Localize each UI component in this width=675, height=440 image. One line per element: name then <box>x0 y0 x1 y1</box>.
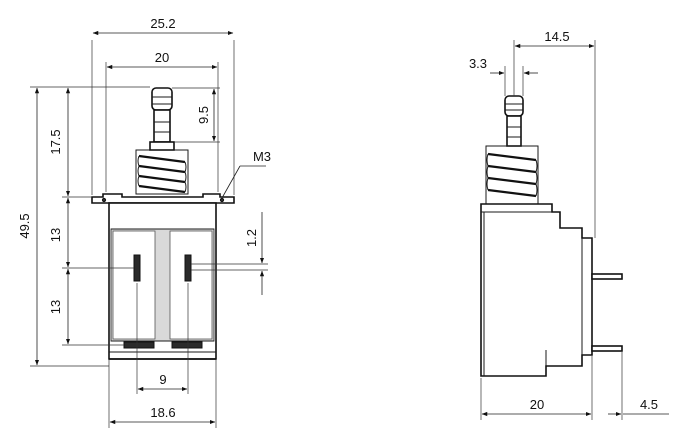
front-plunger <box>149 87 175 151</box>
dimension-spring-width: 20 <box>105 50 219 192</box>
label-pin-offset: 1.2 <box>244 229 259 247</box>
label-plunger-travel: 9.5 <box>196 106 211 124</box>
dimension-plunger-width: 3.3 <box>469 56 538 96</box>
dimension-overall-width: 25.2 <box>91 16 235 195</box>
dimension-upper-section: 13 <box>48 197 134 269</box>
label-body-width: 18.6 <box>150 405 175 420</box>
label-thread: M3 <box>253 149 271 164</box>
dimension-lower-section: 13 <box>48 268 124 346</box>
front-mounting-flange <box>91 193 235 204</box>
label-pin-length: 4.5 <box>640 397 658 412</box>
dimension-plunger-travel: 9.5 <box>172 87 220 143</box>
label-total-height: 49.5 <box>17 213 32 238</box>
dimension-body-width: 18.6 <box>108 360 217 428</box>
dimension-total-height: 49.5 <box>17 86 109 367</box>
dimension-thread: M3 <box>221 149 271 199</box>
label-pin-pitch: 9 <box>159 372 166 387</box>
side-switch-body <box>480 203 623 377</box>
label-lower-section: 13 <box>48 300 63 314</box>
front-view: 25.2 20 9.5 M3 17.5 <box>17 16 271 428</box>
label-body-depth: 20 <box>530 397 544 412</box>
label-overall-width: 25.2 <box>150 16 175 31</box>
side-spring <box>485 145 539 205</box>
dimension-pin-pitch: 9 <box>136 283 189 394</box>
dimension-plunger-offset: 14.5 <box>513 29 596 238</box>
front-spring <box>135 149 189 195</box>
dimension-pin-length: 4.5 <box>608 352 669 420</box>
dimension-pin-offset: 1.2 <box>191 212 268 295</box>
dimension-body-depth: 20 <box>480 356 593 420</box>
side-view: 14.5 3.3 20 4.5 <box>469 29 669 420</box>
side-plunger <box>504 95 524 147</box>
dimension-top-height: 17.5 <box>48 86 150 198</box>
label-spring-width: 20 <box>155 50 169 65</box>
label-plunger-offset: 14.5 <box>544 29 569 44</box>
label-upper-section: 13 <box>48 228 63 242</box>
label-top-height: 17.5 <box>48 129 63 154</box>
label-plunger-width: 3.3 <box>469 56 487 71</box>
front-switch-body <box>108 202 217 360</box>
